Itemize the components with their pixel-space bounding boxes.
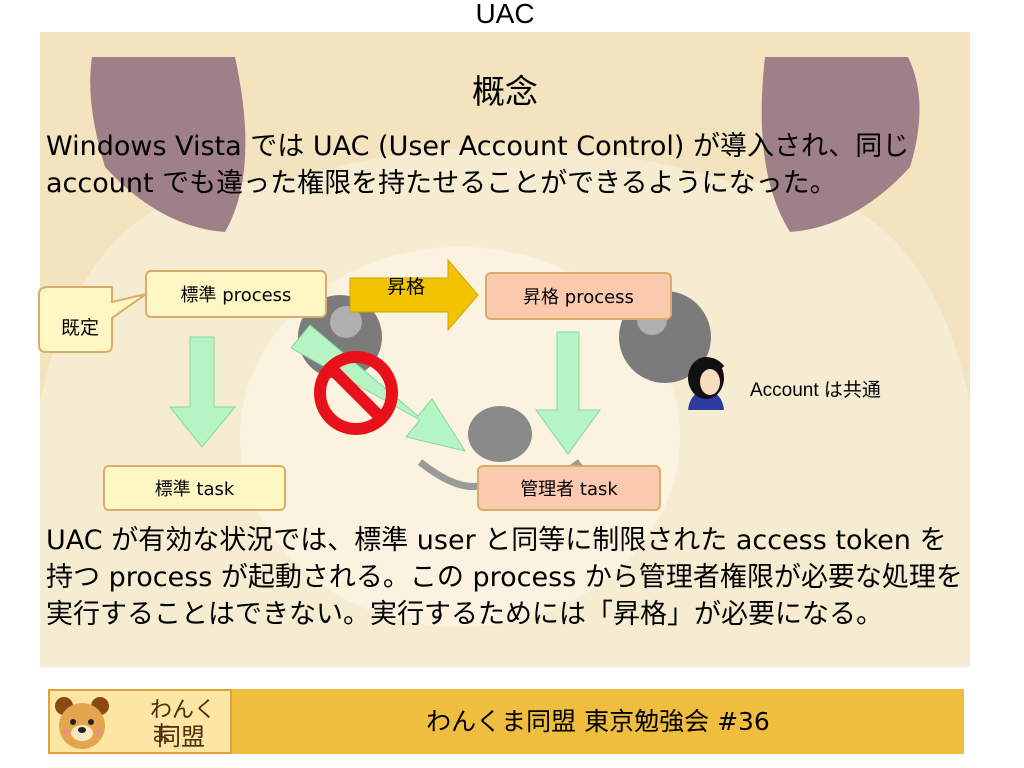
wankuma-logo: わんくま 同盟 [48, 689, 232, 754]
arrow-standard-to-admin [290, 324, 467, 452]
arrow-elevated-to-admin [535, 331, 601, 455]
admin-task-box: 管理者 task [477, 465, 661, 511]
elevate-arrow-label: 昇格 [386, 276, 425, 298]
bear-face-icon [55, 697, 109, 749]
uac-explanation-paragraph: UAC が有効な状況では、標準 user と同等に制限された access to… [46, 525, 963, 630]
slide-title: UAC [475, 0, 535, 29]
user-icon [688, 357, 725, 410]
callout-bubble [38, 286, 147, 353]
footer-text: わんくま同盟 東京勉強会 #36 [426, 707, 770, 736]
prohibited-icon [314, 351, 398, 435]
arrow-standard-to-task [168, 336, 237, 448]
logo-text-wankuma: わんくま [150, 698, 217, 747]
standard-process-box: 標準 process [145, 270, 327, 318]
elevated-process-box: 昇格 process [485, 272, 672, 320]
elevate-arrow-shape [349, 258, 479, 332]
standard-task-box: 標準 task [103, 465, 286, 511]
logo-text-doumei: 同盟 [157, 723, 205, 751]
footer-bar [232, 689, 964, 754]
slide-subtitle: 概念 [472, 72, 538, 111]
default-callout-label: 既定 [60, 317, 99, 339]
intro-paragraph: Windows Vista では UAC (User Account Contr… [46, 131, 910, 199]
account-shared-note: Account は共通 [750, 380, 881, 401]
